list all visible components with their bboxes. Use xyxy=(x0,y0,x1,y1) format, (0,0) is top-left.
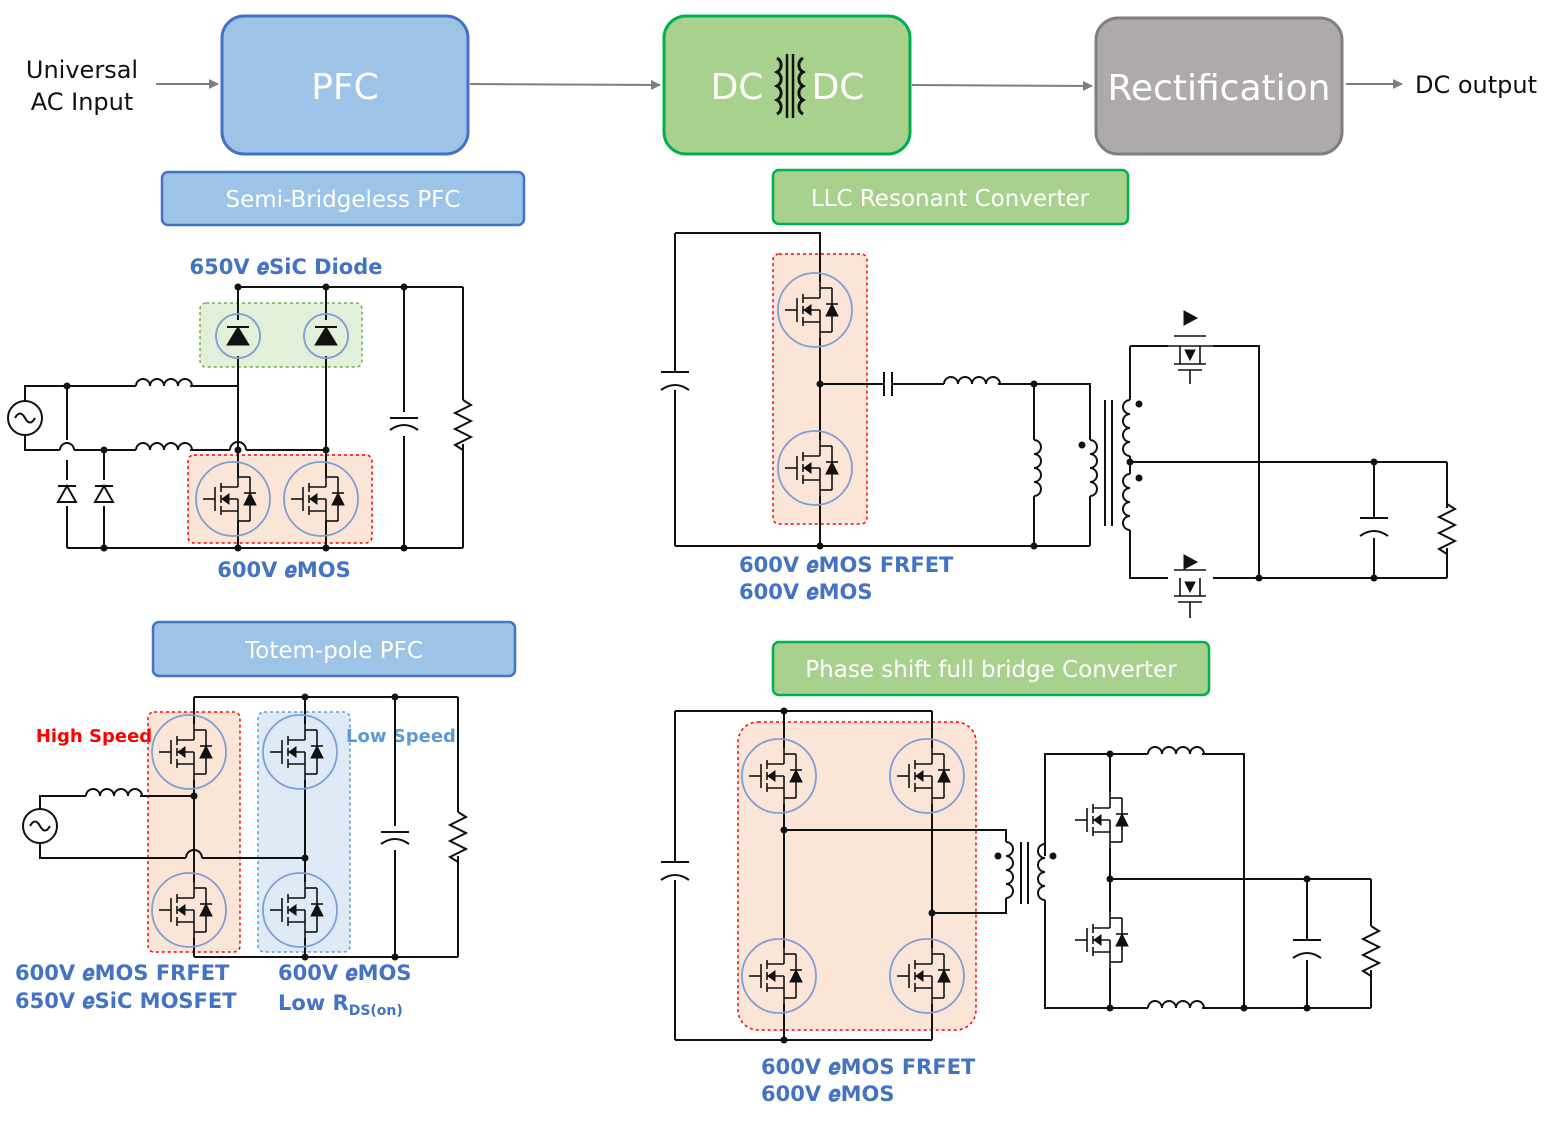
semi-sic-diode-2-icon xyxy=(303,313,349,359)
semi-junction-dots xyxy=(63,283,408,552)
semi-title-box xyxy=(160,170,526,227)
output-label: DC output xyxy=(1415,71,1537,99)
semi-ac-source-icon xyxy=(7,400,43,436)
totem-label-left-2: 650V 𝒆SiC MOSFET xyxy=(15,989,237,1013)
psfb-sr-mosfet-top-icon xyxy=(1074,789,1129,851)
totem-inductor-icon xyxy=(85,788,143,797)
totem-label-right-2: Low RDS(on) xyxy=(278,991,403,1019)
totem-label-right-1: 600V 𝒆MOS xyxy=(278,961,412,985)
llc-sr-mosfet-bottom-icon xyxy=(1174,554,1206,618)
totem-capacitor-icon xyxy=(380,831,410,845)
totem-junction-dots xyxy=(190,693,399,961)
llc-transformer-icon xyxy=(1078,399,1143,531)
semi-resistor-icon xyxy=(454,399,472,451)
llc-output-resistor-icon xyxy=(1438,503,1456,555)
pfc-block-label: PFC xyxy=(311,67,379,108)
transformer-icon xyxy=(773,54,807,118)
semi-mos-label: 600V 𝒆MOS xyxy=(217,558,351,582)
psfb-output-resistor-icon xyxy=(1362,925,1380,977)
totem-title-box xyxy=(151,620,517,678)
psfb-transformer-icon xyxy=(994,841,1057,904)
psfb-junction-dots xyxy=(780,707,1311,1044)
pfc-block xyxy=(220,14,470,156)
totem-resistor-icon xyxy=(449,811,467,863)
psfb-title-box xyxy=(771,640,1211,697)
llc-resonant-inductor-icon xyxy=(943,376,1001,385)
semi-capacitor-icon xyxy=(389,417,419,431)
llc-wires xyxy=(674,232,1448,579)
input-label-line2: AC Input xyxy=(31,88,134,116)
totem-wire-hop xyxy=(185,849,203,859)
semi-title: Semi-Bridgeless PFC xyxy=(226,187,461,213)
psfb-title: Phase shift full bridge Converter xyxy=(805,657,1177,683)
semi-inductor-1-icon xyxy=(135,378,193,387)
llc-sr-mosfet-top-icon xyxy=(1168,310,1213,384)
psfb-sr-mosfet-bottom-icon xyxy=(1074,909,1129,971)
totem-high-speed-label: High Speed xyxy=(36,726,152,747)
psfb-mos-highlight xyxy=(737,721,977,1031)
llc-junction-dots xyxy=(816,380,1378,582)
rectification-block xyxy=(1094,16,1344,156)
input-label-line1: Universal xyxy=(26,56,138,84)
semi-diode-low-1-icon xyxy=(57,485,77,503)
llc-input-capacitor-icon xyxy=(660,371,690,391)
dcdc-left-label: DC xyxy=(711,67,764,108)
psfb-output-capacitor-icon xyxy=(1292,939,1322,959)
psfb-output-inductor-bottom-icon xyxy=(1147,1000,1205,1009)
totem-low-speed-label: Low Speed xyxy=(346,726,456,747)
llc-resonant-capacitor-icon xyxy=(883,372,893,396)
llc-title-box xyxy=(771,168,1130,226)
arrow-pfc-to-dcdc xyxy=(469,79,661,90)
llc-magnetizing-inductor-icon xyxy=(1033,439,1042,497)
llc-output-capacitor-icon xyxy=(1359,517,1389,537)
llc-title: LLC Resonant Converter xyxy=(811,186,1090,212)
semi-bridgeless-pfc: Semi-Bridgeless PFC 650V 𝒆SiC Diode xyxy=(7,170,526,582)
semi-diode-low-2-icon xyxy=(94,485,114,503)
llc-label-1: 600V 𝒆MOS FRFET xyxy=(739,553,954,577)
psfb-input-capacitor-icon xyxy=(660,861,690,881)
psfb-label-2: 600V 𝒆MOS xyxy=(761,1082,895,1106)
block-flow: Universal AC Input PFC DC DC Rectificati… xyxy=(26,14,1537,156)
phase-shift-full-bridge: Phase shift full bridge Converter xyxy=(660,640,1380,1106)
semi-wire-hop xyxy=(59,442,75,451)
totem-pole-pfc: Totem-pole PFC High Speed Low Speed 600V… xyxy=(15,620,517,1019)
rectification-block-label: Rectification xyxy=(1108,68,1331,109)
totem-title: Totem-pole PFC xyxy=(244,638,423,664)
llc-label-2: 600V 𝒆MOS xyxy=(739,580,873,604)
arrow-dcdc-to-rect xyxy=(911,80,1093,91)
dcdc-right-label: DC xyxy=(812,67,865,108)
semi-inductor-2-icon xyxy=(135,442,193,451)
semi-sic-diode-1-icon xyxy=(215,313,261,359)
psfb-wires xyxy=(674,710,1372,1041)
totem-ac-source-icon xyxy=(22,808,58,844)
psfb-label-1: 600V 𝒆MOS FRFET xyxy=(761,1055,976,1079)
semi-wires xyxy=(24,286,464,549)
semi-diode-highlight xyxy=(199,302,363,368)
semi-diode-label: 650V 𝒆SiC Diode xyxy=(189,255,382,279)
llc-resonant-converter: LLC Resonant Converter xyxy=(660,168,1456,618)
totem-label-left-1: 600V 𝒆MOS FRFET xyxy=(15,961,230,985)
semi-wire-hop2 xyxy=(229,441,247,451)
psfb-output-inductor-top-icon xyxy=(1147,746,1205,755)
